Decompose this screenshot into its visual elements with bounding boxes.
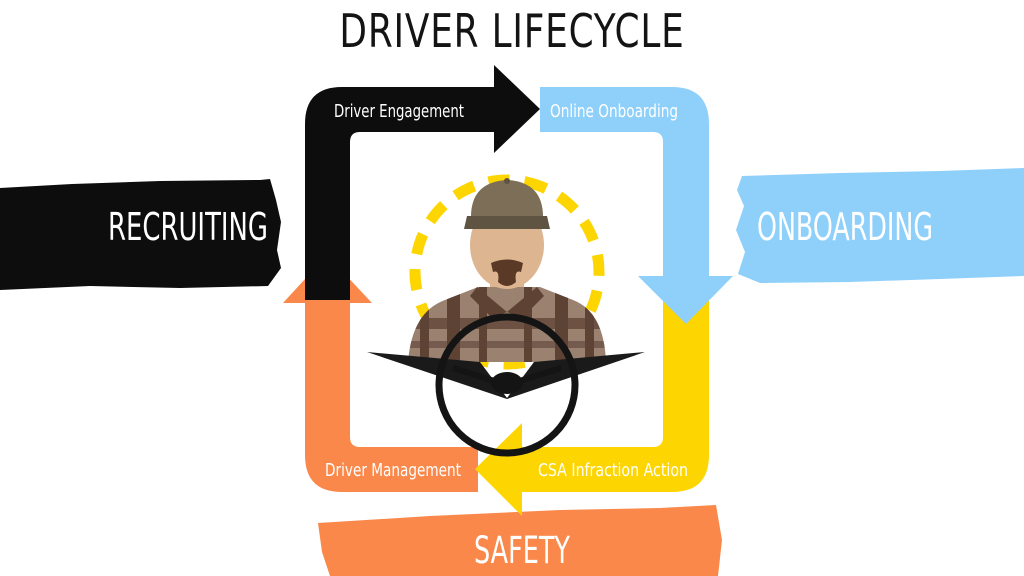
onboarding-label: ONBOARDING [757,205,933,249]
down-arrowhead [638,276,733,324]
stage-driver-engagement: Driver Engagement [334,101,464,122]
safety-banner [318,505,722,576]
steering-wheel [435,313,579,457]
stage-online-onboarding: Online Onboarding [550,101,678,122]
right-arrowhead [494,65,540,153]
recruiting-label: RECRUITING [108,205,268,249]
driver-management-arm [305,302,478,492]
page-title: DRIVER LIFECYCLE [339,4,685,58]
recruiting-banner [0,179,281,290]
online-onboarding-arm [540,87,709,276]
left-arrowhead [475,423,522,516]
dashboard [367,352,645,399]
safety-label: SAFETY [474,529,570,572]
driver-shirt [408,287,606,362]
driver-engagement-arm [305,87,494,300]
driver-cap [464,178,550,229]
stage-driver-management: Driver Management [325,460,461,481]
driver-illustration [367,174,645,457]
driver-beard [491,259,523,286]
csa-infraction-arm [520,300,709,492]
onboarding-banner [736,168,1024,283]
stage-csa-infraction-action: CSA Infraction Action [538,460,688,481]
